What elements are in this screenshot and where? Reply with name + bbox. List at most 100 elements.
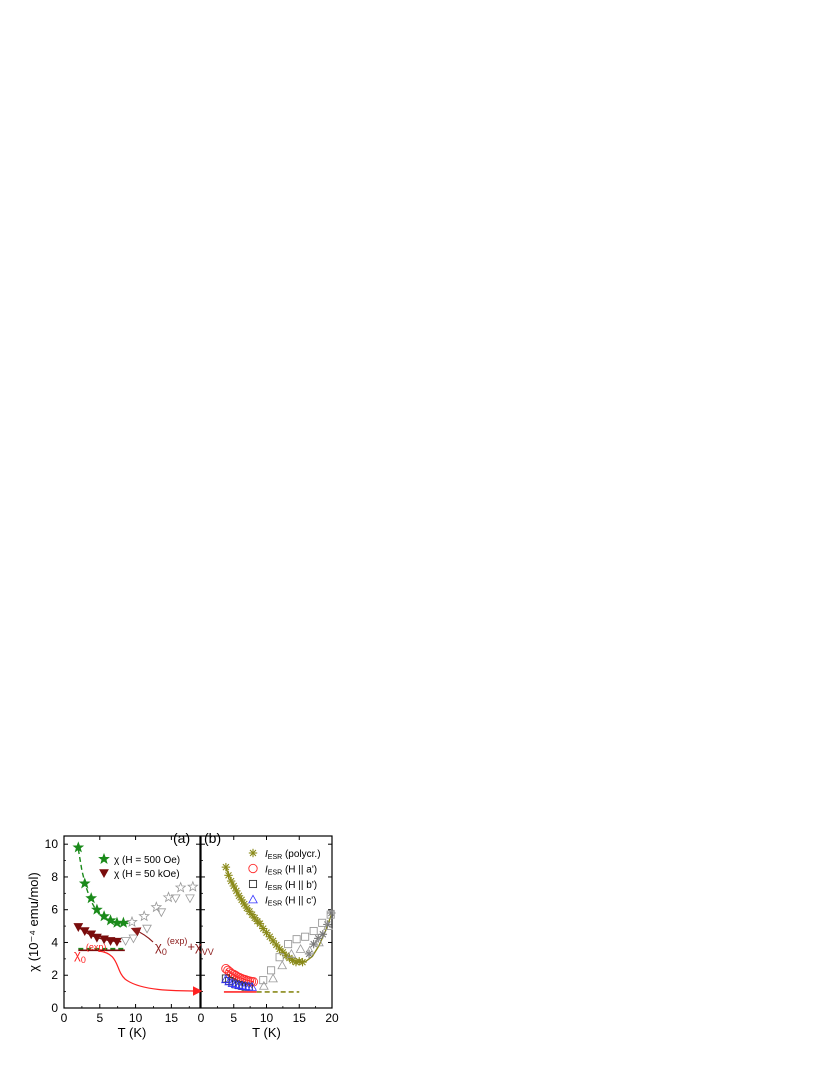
legend-marker bbox=[99, 869, 109, 879]
data-point bbox=[232, 886, 241, 896]
data-point bbox=[91, 903, 103, 915]
x-tick-label: 5 bbox=[230, 1011, 237, 1025]
legend-marker bbox=[248, 879, 258, 889]
data-point bbox=[98, 910, 110, 922]
x-axis-label: T (K) bbox=[252, 1025, 281, 1040]
data-point bbox=[156, 908, 167, 918]
data-point bbox=[304, 945, 315, 955]
data-point bbox=[240, 981, 251, 990]
data-point bbox=[255, 919, 265, 928]
data-point bbox=[187, 880, 199, 892]
x-tick-label: 0 bbox=[198, 1011, 205, 1025]
data-point bbox=[298, 957, 307, 967]
series-1-4 bbox=[259, 910, 335, 985]
data-point bbox=[259, 976, 268, 985]
legend-marker bbox=[98, 852, 110, 864]
data-point bbox=[105, 937, 116, 946]
data-point bbox=[265, 932, 274, 941]
data-point bbox=[323, 921, 333, 930]
data-point bbox=[268, 936, 278, 946]
x-axis-label: T (K) bbox=[118, 1025, 147, 1040]
legend-label: IESR (H || b') bbox=[265, 880, 317, 892]
data-point bbox=[128, 934, 139, 944]
data-point bbox=[85, 892, 98, 904]
series-0-3 bbox=[120, 894, 195, 946]
data-point bbox=[237, 980, 248, 990]
x-tick-label: 10 bbox=[260, 1011, 274, 1025]
x-tick-label: 20 bbox=[325, 1011, 339, 1025]
panel-b-plot: 0 5 10 15 20 T (K) bbox=[198, 835, 339, 1040]
series-1-1 bbox=[304, 908, 336, 959]
legend-marker bbox=[248, 848, 258, 858]
data-point bbox=[126, 915, 138, 927]
data-point bbox=[292, 935, 301, 944]
data-point bbox=[275, 953, 284, 962]
data-point bbox=[226, 876, 236, 886]
legend-marker bbox=[248, 894, 258, 904]
data-point bbox=[120, 937, 131, 946]
arrow-chi0 bbox=[97, 950, 203, 996]
data-point bbox=[221, 862, 231, 872]
data-point bbox=[138, 910, 151, 922]
data-point bbox=[247, 982, 257, 991]
data-point bbox=[309, 926, 318, 936]
data-point bbox=[150, 901, 163, 913]
y-tick-label: 8 bbox=[51, 870, 58, 884]
y-axis-label: χ (10⁻⁴ emu/mol) bbox=[26, 872, 41, 971]
data-point bbox=[326, 910, 335, 919]
panel-a-label: (a) bbox=[173, 830, 190, 846]
data-point bbox=[162, 891, 175, 903]
y-tick-label: 6 bbox=[51, 903, 58, 917]
data-point bbox=[318, 930, 328, 939]
annotations: χ0(exp)+χVV χ0(exp) bbox=[74, 927, 214, 996]
arrow-chi0-vv bbox=[130, 927, 154, 943]
data-point bbox=[72, 841, 85, 853]
series-0-0 bbox=[72, 841, 130, 928]
series-0-2 bbox=[73, 923, 122, 947]
annotation-chi0: χ0(exp) bbox=[74, 942, 106, 965]
data-point bbox=[268, 973, 278, 983]
data-point bbox=[112, 937, 122, 947]
legend-label: IESR (H || a') bbox=[265, 865, 317, 877]
legend-marker bbox=[248, 863, 258, 874]
series-0-1 bbox=[126, 880, 199, 927]
y-tick-label: 2 bbox=[51, 968, 58, 982]
data-point bbox=[174, 881, 187, 893]
series-1-6 bbox=[259, 921, 333, 990]
y-tick-label: 0 bbox=[51, 1001, 58, 1015]
data-point bbox=[314, 937, 324, 947]
legend-label: χ (H = 500 Oe) bbox=[114, 855, 180, 866]
data-point bbox=[104, 914, 117, 926]
panel-b-label: (b) bbox=[204, 830, 221, 846]
data-point bbox=[78, 877, 91, 889]
data-point bbox=[318, 918, 327, 927]
x-tick-label: 15 bbox=[293, 1011, 307, 1025]
data-point bbox=[323, 920, 332, 929]
data-point bbox=[301, 932, 310, 941]
legend-label: IESR (polycr.) bbox=[265, 849, 321, 861]
legend-label: IESR (H || c') bbox=[265, 896, 317, 908]
y-tick-label: 4 bbox=[51, 935, 58, 949]
data-point bbox=[229, 881, 238, 891]
x-tick-label: 15 bbox=[165, 1011, 179, 1025]
data-point bbox=[259, 980, 269, 990]
data-point bbox=[92, 933, 102, 943]
data-point bbox=[142, 924, 152, 934]
legend-label: χ (H = 50 kOe) bbox=[114, 869, 180, 880]
data-point bbox=[234, 980, 244, 989]
annotation-chi0-vv: χ0(exp)+χVV bbox=[155, 936, 214, 957]
data-point bbox=[295, 944, 306, 953]
data-point bbox=[267, 966, 276, 975]
data-point bbox=[185, 894, 195, 904]
data-point bbox=[230, 979, 241, 989]
data-point bbox=[286, 948, 297, 958]
series-1-5 bbox=[221, 974, 257, 991]
data-point bbox=[309, 939, 318, 949]
series-1-0 bbox=[221, 862, 307, 967]
legend-panel-a: χ (H = 500 Oe) χ (H = 50 kOe) bbox=[98, 852, 180, 880]
x-tick-label: 0 bbox=[61, 1011, 68, 1025]
data-point bbox=[117, 916, 130, 928]
data-point bbox=[284, 940, 293, 949]
